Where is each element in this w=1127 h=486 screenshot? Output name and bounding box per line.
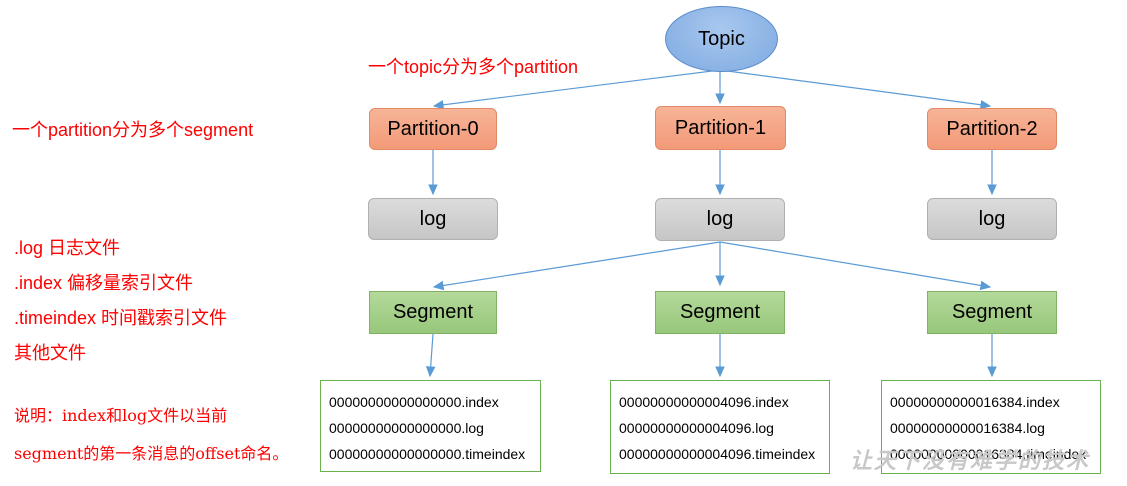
file-name: 00000000000004096.index [619,394,789,410]
arrow-topic-partition-2 [719,69,992,110]
partition-0-node: Partition-0 [369,108,497,150]
partition-2-log-label: log [978,207,1006,230]
segment-1-node: Segment [655,291,785,334]
segment-0-label: Segment [392,301,474,323]
arrow-log-segment-2 [719,241,992,291]
partition-1-node: Partition-1 [655,106,786,150]
topic-label: Topic [698,27,745,50]
segment-2-label: Segment [951,301,1033,323]
segment-0-files: 00000000000000000.index 0000000000000000… [320,380,541,472]
file-name: 00000000000000000.log [329,420,484,436]
partition-1-log-label: log [706,208,734,230]
note-explain-line1: 说明：index和log文件以当前 [14,406,228,425]
note-timeindex-file: .timeindex 时间戳索引文件 [14,308,228,328]
file-name: 00000000000004096.timeindex [619,446,816,462]
partition-1-log-node: log [655,198,785,241]
partition-0-log-label: log [419,207,447,230]
partition-1-label: Partition-1 [674,116,767,139]
partition-2-log-node: log [927,198,1057,240]
segment-1-label: Segment [679,301,761,323]
file-name: 00000000000016384.timeindex [890,446,1087,462]
segment-2-node: Segment [927,291,1057,334]
file-name: 00000000000016384.log [890,420,1045,436]
file-name: 00000000000000000.index [329,394,499,410]
note-other-files: 其他文件 [14,343,86,363]
partition-0-label: Partition-0 [387,117,479,140]
arrow-topic-partition-0 [432,69,721,110]
note-explain-line2: segment的第一条消息的offset命名。 [14,444,289,463]
note-index-file: .index 偏移量索引文件 [14,273,194,293]
note-log-file: .log 日志文件 [14,238,121,258]
segment-0-node: Segment [369,291,497,334]
file-name: 00000000000004096.log [619,420,774,436]
note-topic-split: 一个topic分为多个partition [368,57,579,77]
segment-2-files: 00000000000016384.index 0000000000001638… [881,380,1101,474]
file-name: 00000000000016384.index [890,394,1060,410]
topic-node: Topic [665,6,778,72]
segment-1-files: 00000000000004096.index 0000000000000409… [610,380,830,474]
partition-2-node: Partition-2 [927,108,1057,150]
watermark: 让天下没有难学的技术 [850,448,1091,474]
arrow-segment-0-files [425,333,436,378]
file-name: 00000000000000000.timeindex [329,446,526,462]
partition-0-log-node: log [368,198,498,240]
note-partition-split: 一个partition分为多个segment [12,120,254,140]
partition-2-label: Partition-2 [946,117,1038,140]
arrow-log-segment-0 [432,241,721,291]
